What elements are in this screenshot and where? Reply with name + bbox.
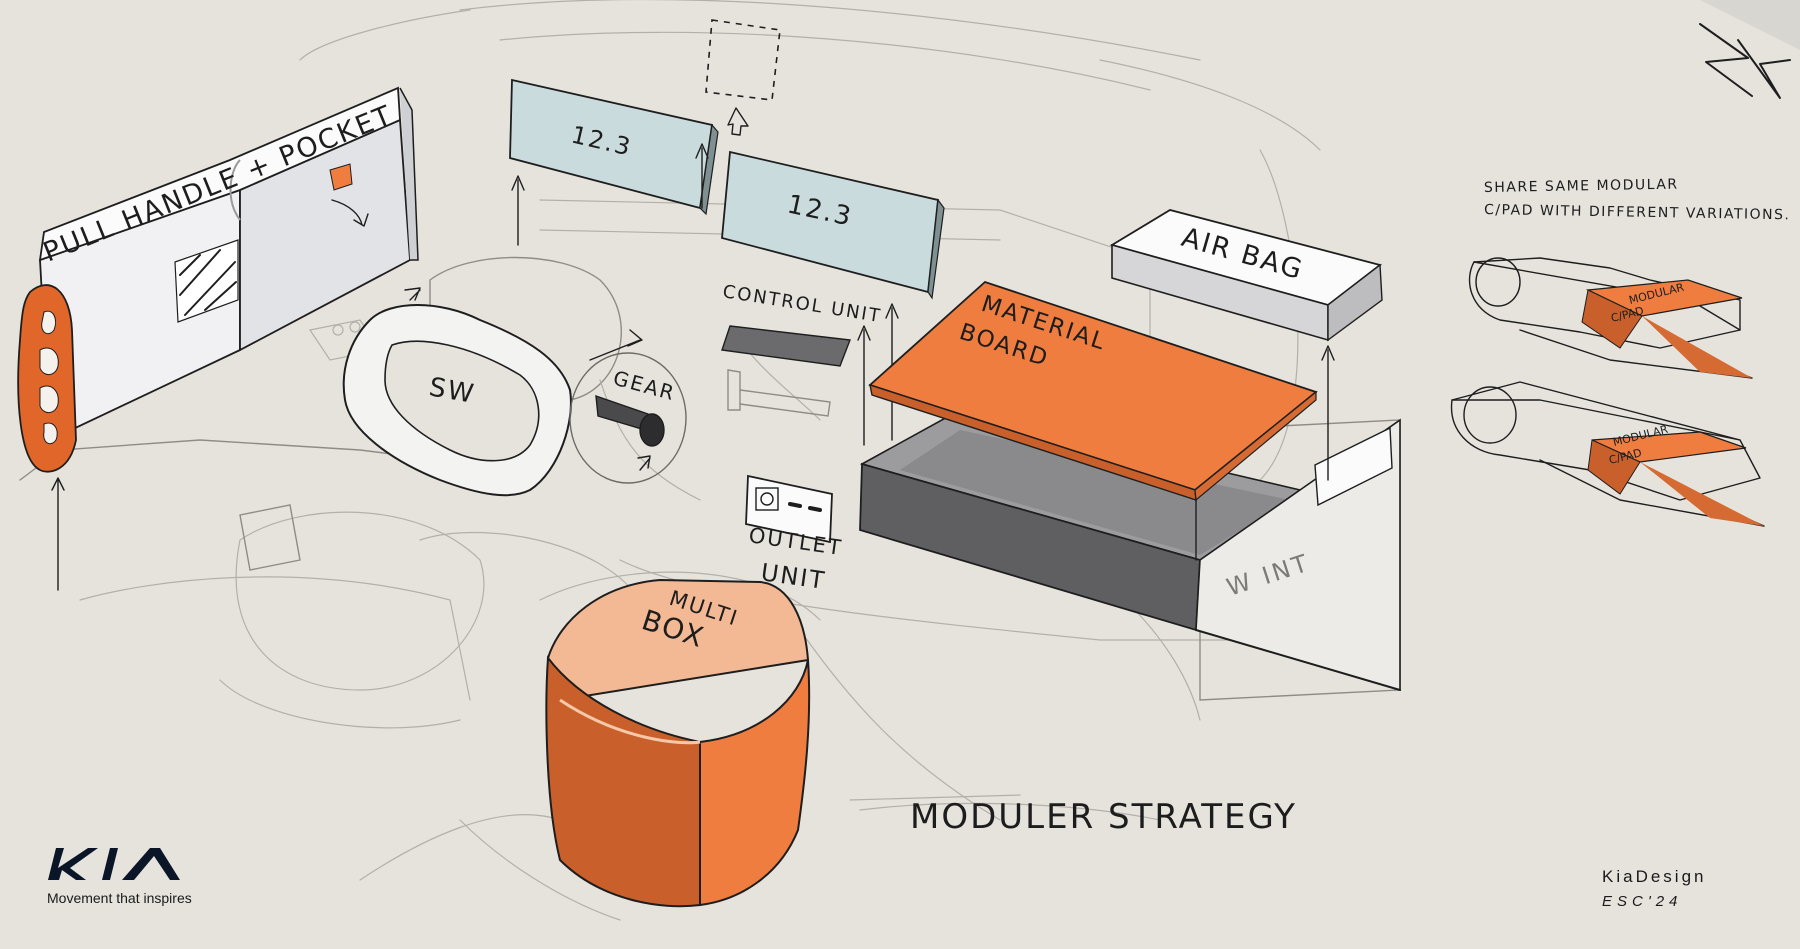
airbag-module: AIR BAG [1109, 209, 1383, 481]
control-unit-label: CONTROL UNIT [721, 281, 883, 327]
multi-box-module: MULTI BOX [545, 578, 811, 908]
kia-design-wordmark: KiaDesign [1602, 867, 1707, 886]
door-panel-module: PULL HANDLE + POCKET [17, 86, 419, 591]
share-note-line2: C/PAD WITH DIFFERENT VARIATIONS. [1484, 202, 1791, 223]
diagram-title: MODULER STRATEGY [910, 797, 1297, 837]
control-unit-module: CONTROL UNIT [721, 281, 883, 446]
signature-mark-icon [1699, 0, 1800, 99]
modular-pad-variants: SHARE SAME MODULAR C/PAD WITH DIFFERENT … [1450, 177, 1791, 527]
console-tray-module: W INT [859, 409, 1401, 692]
display-modules: 12.3 12.3 [509, 78, 945, 441]
dashed-slot [705, 19, 781, 136]
outlet-unit-module: OUTLET UNIT [745, 474, 844, 595]
material-board-module: MATERIAL BOARD [868, 280, 1318, 502]
share-note-line1: SHARE SAME MODULAR [1484, 177, 1679, 196]
steering-wheel-module: SW [342, 287, 572, 497]
kia-logo [48, 848, 180, 880]
gear-module: GEAR [569, 329, 687, 484]
kia-tagline: Movement that inspires [47, 890, 192, 906]
esc-wordmark: ESC'24 [1602, 893, 1682, 910]
